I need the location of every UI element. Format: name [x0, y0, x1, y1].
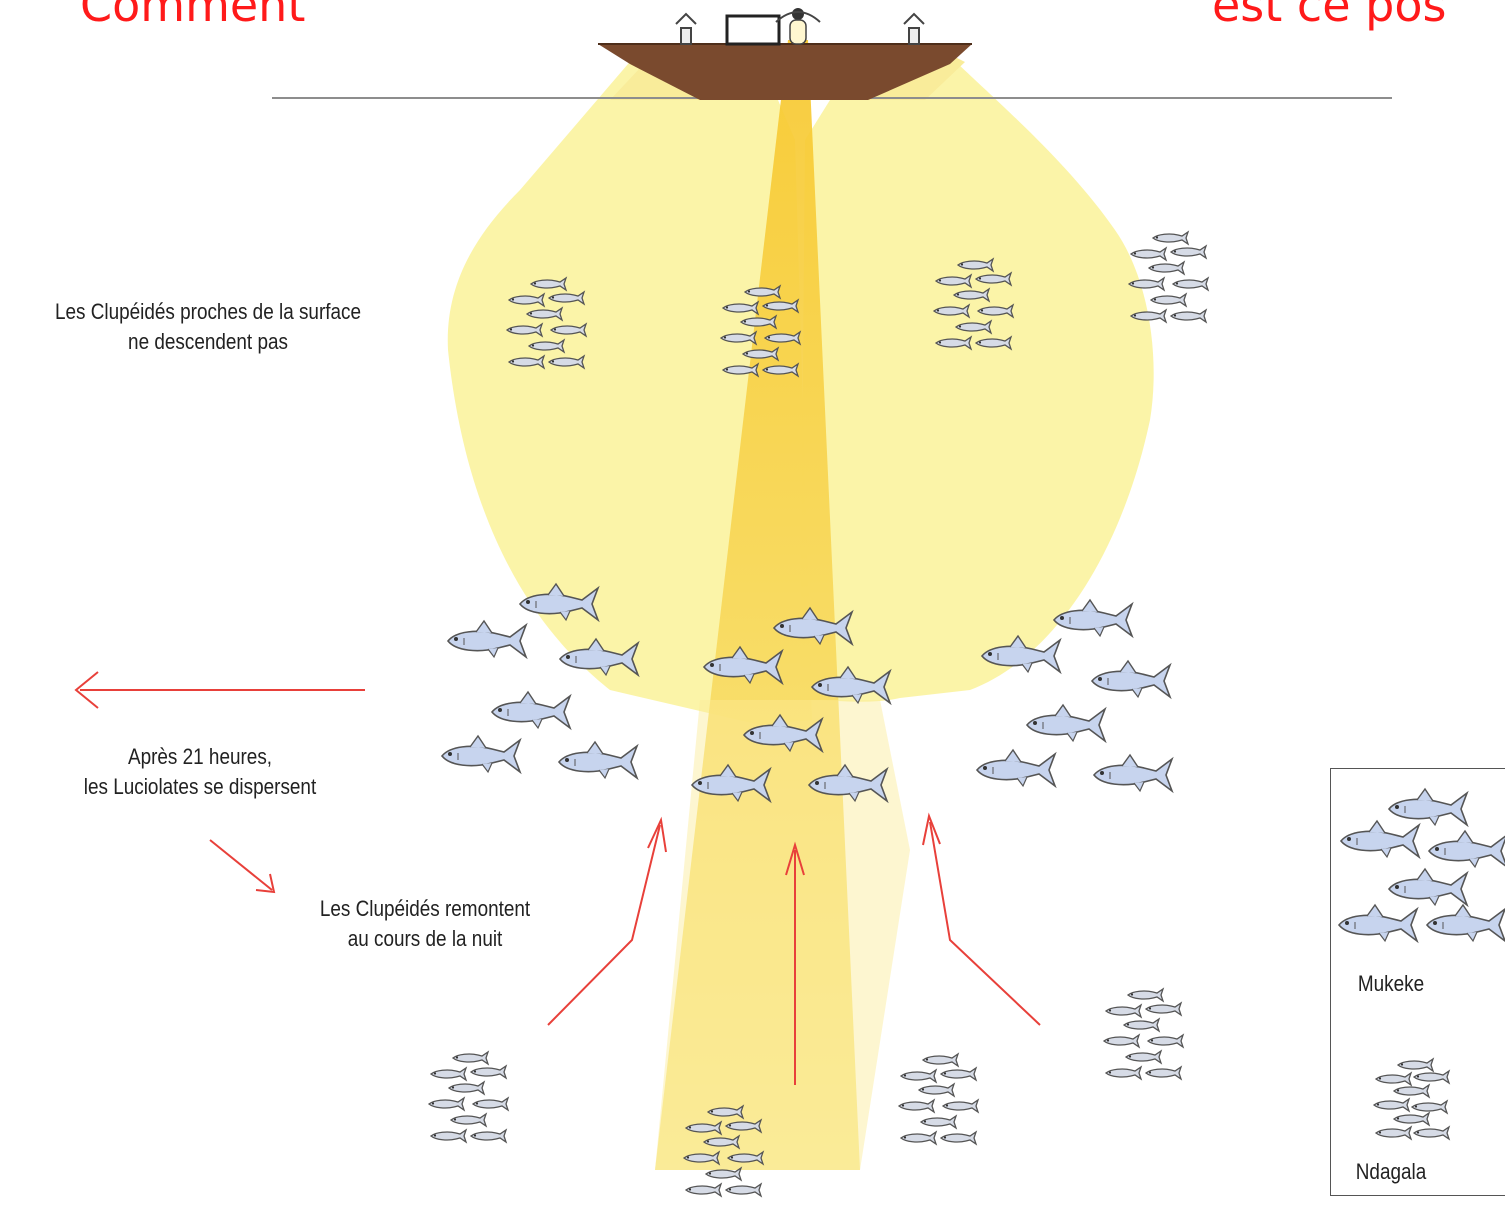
- small-fish: [1128, 989, 1163, 1001]
- ascent-note: Les Clupéidés remontent au cours de la n…: [292, 894, 559, 954]
- small-fish: [901, 1132, 936, 1144]
- dispersal-note-line-2: les Luciolates se dispersent: [54, 772, 346, 802]
- small-fish: [943, 1100, 978, 1112]
- small-fish: [1146, 1067, 1181, 1079]
- legend-ndagala-icon: [1412, 1101, 1447, 1113]
- small-fish: [471, 1130, 506, 1142]
- small-fish: [901, 1070, 936, 1082]
- small-fish: [1104, 1035, 1139, 1047]
- small-fish: [1131, 248, 1166, 260]
- small-fish: [941, 1068, 976, 1080]
- small-fish: [453, 1052, 488, 1064]
- surface-note-line-2: ne descendent pas: [36, 327, 380, 357]
- small-fish: [1124, 1019, 1159, 1031]
- small-fish: [921, 1116, 956, 1128]
- small-fish: [471, 1066, 506, 1078]
- legend-ndagala-icon: [1414, 1071, 1449, 1083]
- small-fish: [1173, 278, 1208, 290]
- legend-ndagala-icon: [1398, 1059, 1433, 1071]
- legend-ndagala-icon: [1376, 1127, 1411, 1139]
- central-beam-lower-glow: [655, 700, 910, 1170]
- ascent-arrow-left: [548, 820, 666, 1025]
- mukeke-fish: [1027, 705, 1105, 741]
- legend-ndagala-icon: [1394, 1113, 1429, 1125]
- legend-ndagala-icon: [1374, 1099, 1409, 1111]
- surface-note: Les Clupéidés proches de la surface ne d…: [36, 297, 380, 357]
- dispersal-arrow: [76, 672, 365, 708]
- small-fish: [726, 1184, 761, 1196]
- small-fish: [429, 1098, 464, 1110]
- legend-mukeke-icon: [1429, 831, 1505, 867]
- pointer-arrow: [210, 840, 274, 892]
- small-fish: [1171, 310, 1206, 322]
- legend-mukeke-icon: [1339, 905, 1417, 941]
- ascent-arrow-right: [923, 816, 1040, 1025]
- legend-mukeke-icon: [1341, 821, 1419, 857]
- dispersal-note: Après 21 heures, les Luciolates se dispe…: [54, 742, 346, 802]
- legend-ndagala-icon: [1394, 1085, 1429, 1097]
- mukeke-fish: [977, 750, 1055, 786]
- title-right: est ce pos: [1212, 0, 1446, 28]
- small-fish: [1126, 1051, 1161, 1063]
- small-fish: [923, 1054, 958, 1066]
- legend-box: Mukeke Ndagala: [1330, 768, 1505, 1196]
- legend-ndagala-icon: [1376, 1073, 1411, 1085]
- small-fish: [1146, 1003, 1181, 1015]
- legend-mukeke-icon: [1427, 905, 1505, 941]
- small-fish: [1153, 232, 1188, 244]
- small-fish: [449, 1082, 484, 1094]
- small-fish: [1148, 1035, 1183, 1047]
- small-fish: [1106, 1005, 1141, 1017]
- small-fish: [1149, 262, 1184, 274]
- legend-label-mukeke: Mukeke: [1339, 969, 1442, 999]
- mukeke-fish: [442, 736, 520, 772]
- small-fish: [451, 1114, 486, 1126]
- surface-note-line-1: Les Clupéidés proches de la surface: [36, 297, 380, 327]
- mukeke-fish: [1094, 755, 1172, 791]
- right-light-cone: [800, 50, 1154, 702]
- legend-mukeke-icon: [1389, 869, 1467, 905]
- small-fish: [431, 1130, 466, 1142]
- title-left: Comment: [80, 0, 305, 28]
- ascent-note-line-1: Les Clupéidés remontent: [292, 894, 559, 924]
- legend-label-ndagala: Ndagala: [1339, 1157, 1442, 1187]
- small-fish: [431, 1068, 466, 1080]
- mukeke-fish: [492, 692, 570, 728]
- mukeke-fish: [1092, 661, 1170, 697]
- dispersal-note-line-1: Après 21 heures,: [54, 742, 346, 772]
- small-fish: [1151, 294, 1186, 306]
- small-fish: [919, 1084, 954, 1096]
- small-fish: [1106, 1067, 1141, 1079]
- mukeke-fish: [559, 742, 637, 778]
- small-fish: [686, 1184, 721, 1196]
- small-fish: [473, 1098, 508, 1110]
- ascent-note-line-2: au cours de la nuit: [292, 924, 559, 954]
- mukeke-fish: [448, 621, 526, 657]
- small-fish: [899, 1100, 934, 1112]
- legend-mukeke-icon: [1389, 789, 1467, 825]
- small-fish: [1171, 246, 1206, 258]
- legend-ndagala-icon: [1414, 1127, 1449, 1139]
- small-fish: [941, 1132, 976, 1144]
